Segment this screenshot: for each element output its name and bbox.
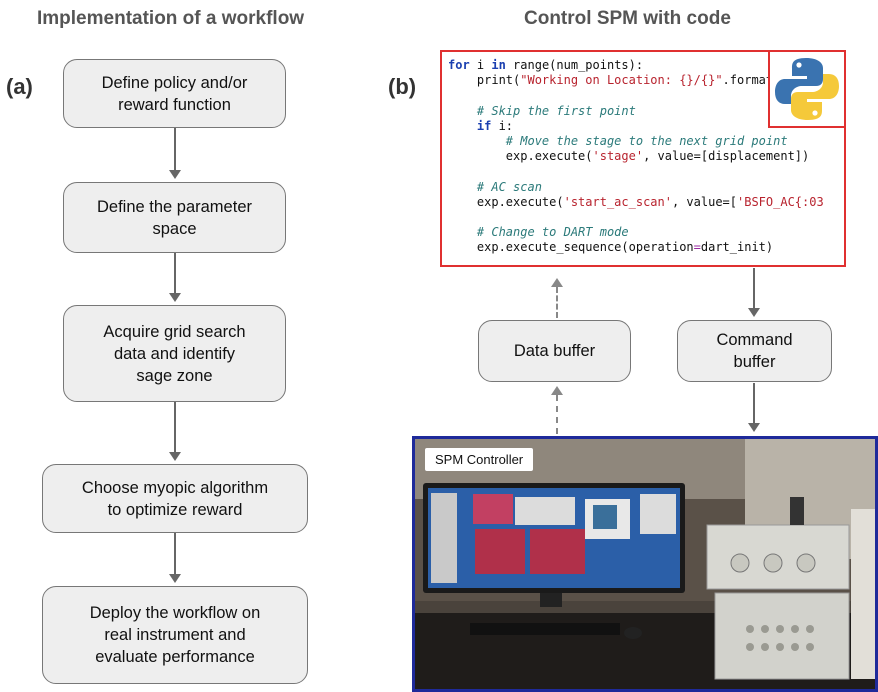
lab-setup-illustration (415, 439, 875, 689)
workflow-step-5: Deploy the workflow on real instrument a… (42, 586, 308, 684)
data-buffer-box: Data buffer (478, 320, 631, 382)
python-logo-icon (768, 52, 844, 128)
workflow-step-3: Acquire grid search data and identify sa… (63, 305, 286, 402)
workflow-step-2: Define the parameter space (63, 182, 286, 253)
workflow-step-4: Choose myopic algorithm to optimize rewa… (42, 464, 308, 533)
command-buffer-box: Command buffer (677, 320, 832, 382)
spm-controller-photo: SPM Controller (412, 436, 878, 692)
panel-label-a: (a) (6, 74, 33, 99)
python-code-panel: for i in range(num_points): print("Worki… (440, 50, 846, 267)
panel-label-b: (b) (388, 74, 417, 99)
right-title: Control SPM with code (524, 8, 731, 29)
left-title: Implementation of a workflow (37, 8, 305, 29)
spm-controller-label: SPM Controller (425, 448, 534, 471)
workflow-step-1: Define policy and/or reward function (63, 59, 286, 128)
code-listing: for i in range(num_points): print("Worki… (448, 58, 824, 255)
